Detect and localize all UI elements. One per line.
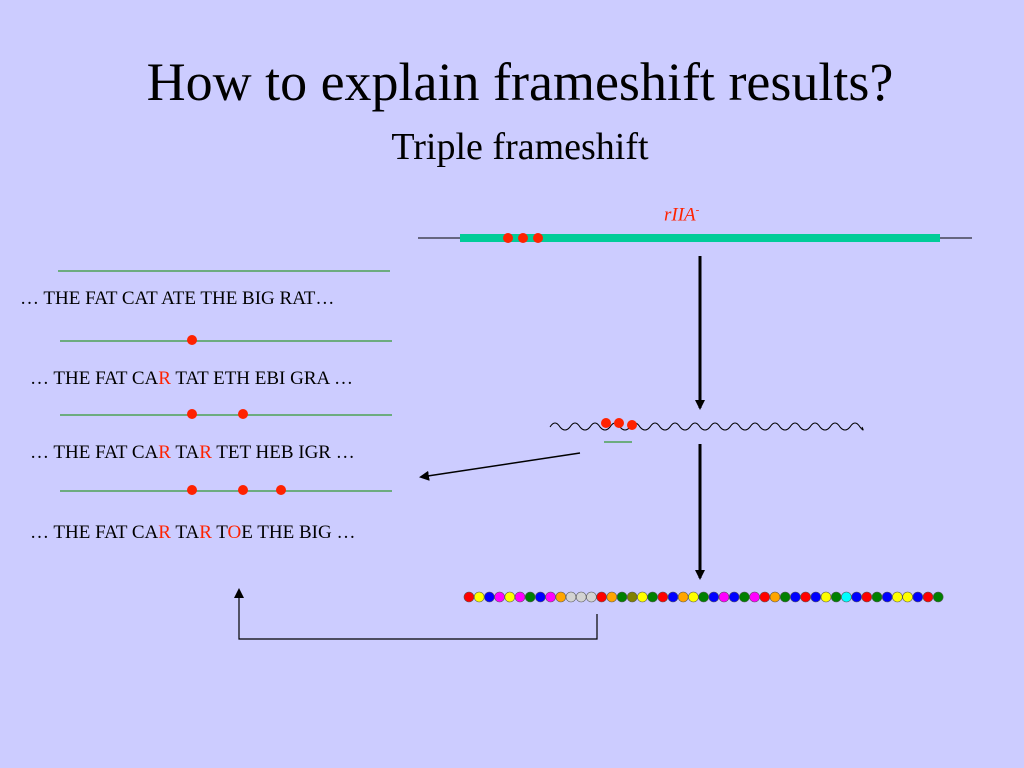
mutated-letter: R bbox=[199, 522, 212, 543]
strand-double-shift bbox=[60, 409, 392, 419]
sequence-text: T bbox=[211, 522, 228, 543]
sequence-text: TA bbox=[170, 442, 200, 463]
amino-acid-bead bbox=[861, 591, 873, 603]
mutated-letter: O bbox=[227, 522, 242, 543]
amino-acid-bead bbox=[688, 591, 699, 603]
amino-acid-bead bbox=[535, 591, 546, 603]
feedback-arrow bbox=[234, 588, 598, 640]
amino-acid-bead bbox=[922, 591, 934, 603]
amino-acid-bead bbox=[616, 591, 628, 603]
insertion-dot bbox=[187, 335, 197, 345]
slide-title: How to explain frameshift results? bbox=[146, 52, 894, 112]
amino-acid-bead bbox=[637, 591, 648, 603]
protein-chain bbox=[463, 591, 944, 603]
amino-acid-bead bbox=[739, 591, 750, 603]
amino-acid-bead bbox=[575, 591, 587, 603]
gene-mutation-dot bbox=[503, 233, 513, 243]
amino-acid-bead bbox=[626, 591, 638, 603]
amino-acid-bead bbox=[514, 591, 526, 603]
mrna-mutation-dot bbox=[627, 420, 637, 430]
gene-superscript: - bbox=[695, 204, 700, 216]
sequence-single-shift: … THE FAT CAR TAT ETH EBI GRA … bbox=[30, 368, 353, 390]
reading-frame-arrow bbox=[419, 452, 581, 481]
sequence-text: E THE BIG … bbox=[241, 522, 356, 543]
amino-acid-bead bbox=[892, 591, 903, 603]
strand-single-shift bbox=[60, 335, 392, 345]
amino-acid-bead bbox=[820, 591, 832, 603]
amino-acid-bead bbox=[484, 591, 495, 603]
strand-triple-shift bbox=[60, 485, 392, 495]
gene-mutation-dot bbox=[533, 233, 543, 243]
amino-acid-bead bbox=[779, 591, 791, 603]
amino-acid-bead bbox=[657, 591, 669, 603]
gene-bar bbox=[460, 234, 940, 242]
mutated-letter: R bbox=[158, 522, 171, 543]
amino-acid-bead bbox=[708, 591, 720, 603]
gene-mutation-dot bbox=[518, 233, 528, 243]
amino-acid-bead bbox=[759, 591, 771, 603]
amino-acid-bead bbox=[545, 591, 556, 603]
amino-acid-bead bbox=[932, 591, 944, 603]
amino-acid-bead bbox=[494, 591, 505, 603]
mutated-letter: R bbox=[158, 368, 171, 389]
amino-acid-bead bbox=[718, 591, 730, 603]
amino-acid-bead bbox=[504, 591, 516, 603]
sequence-text: … THE FAT CA bbox=[30, 368, 159, 389]
amino-acid-bead bbox=[810, 591, 822, 603]
amino-acid-bead bbox=[881, 591, 893, 603]
mutated-letter: R bbox=[158, 442, 171, 463]
sequence-wild-type: … THE FAT CAT ATE THE BIG RAT… bbox=[20, 288, 334, 310]
gene-region bbox=[418, 233, 972, 243]
mrna bbox=[549, 418, 864, 443]
sequence-text: … THE FAT CAT ATE THE BIG RAT… bbox=[20, 288, 335, 309]
mrna-mutation-dot bbox=[614, 418, 624, 428]
amino-acid-bead bbox=[790, 591, 801, 603]
sequence-text: TET HEB IGR … bbox=[211, 442, 355, 463]
mrna-mutation-dot bbox=[601, 418, 611, 428]
amino-acid-bead bbox=[902, 591, 913, 603]
insertion-dot bbox=[238, 485, 248, 495]
amino-acid-bead bbox=[596, 591, 607, 603]
amino-acid-bead bbox=[800, 591, 811, 603]
amino-acid-bead bbox=[565, 591, 577, 603]
amino-acid-bead bbox=[851, 591, 862, 603]
insertion-dot bbox=[187, 485, 197, 495]
gene-name: rIIA bbox=[664, 204, 696, 226]
sequence-text: … THE FAT CA bbox=[30, 442, 159, 463]
amino-acid-bead bbox=[728, 591, 740, 603]
amino-acid-bead bbox=[606, 591, 618, 603]
insertion-dot bbox=[238, 409, 248, 419]
amino-acid-bead bbox=[473, 591, 485, 603]
amino-acid-bead bbox=[912, 591, 924, 603]
insertion-dot bbox=[276, 485, 286, 495]
amino-acid-bead bbox=[524, 591, 536, 603]
sequence-double-shift: … THE FAT CAR TAR TET HEB IGR … bbox=[30, 442, 355, 464]
amino-acid-bead bbox=[698, 591, 709, 603]
amino-acid-bead bbox=[769, 591, 781, 603]
mutated-letter: R bbox=[199, 442, 212, 463]
amino-acid-bead bbox=[555, 591, 567, 603]
amino-acid-bead bbox=[667, 591, 679, 603]
insertion-dot bbox=[187, 409, 197, 419]
mrna-strand bbox=[549, 422, 864, 431]
amino-acid-bead bbox=[871, 591, 883, 603]
amino-acid-bead bbox=[677, 591, 689, 603]
amino-acid-bead bbox=[647, 591, 658, 603]
amino-acid-bead bbox=[841, 591, 852, 603]
sequence-text: … THE FAT CA bbox=[30, 522, 159, 543]
amino-acid-bead bbox=[830, 591, 842, 603]
amino-acid-bead bbox=[749, 591, 760, 603]
amino-acid-bead bbox=[586, 591, 597, 603]
sequence-text: TA bbox=[170, 522, 200, 543]
gene-label: rIIA- bbox=[664, 204, 699, 226]
amino-acid-bead bbox=[463, 591, 475, 603]
sequence-text: TAT ETH EBI GRA … bbox=[170, 368, 353, 389]
sequence-triple-shift: … THE FAT CAR TAR TOE THE BIG … bbox=[30, 522, 355, 544]
slide-subtitle: Triple frameshift bbox=[391, 126, 649, 168]
